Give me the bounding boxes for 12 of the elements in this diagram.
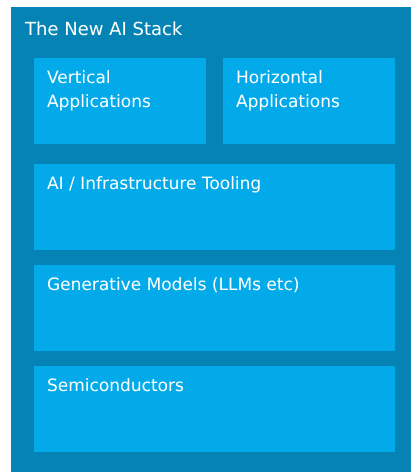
- layer-box: [223, 58, 395, 144]
- stack-panel: [11, 7, 411, 472]
- layer-label: Vertical Applications: [47, 67, 152, 114]
- layer-label: AI / Infrastructure Tooling: [47, 173, 262, 196]
- layer-label: Generative Models (LLMs etc): [47, 274, 300, 297]
- layer-box: [34, 265, 395, 351]
- layer-label: Semiconductors: [47, 375, 185, 398]
- stack-title: The New AI Stack: [25, 18, 184, 42]
- layer-label: Horizontal Applications: [236, 67, 341, 114]
- layer-box: [34, 164, 395, 250]
- layer-box: [34, 58, 206, 144]
- layer-box: [34, 366, 395, 452]
